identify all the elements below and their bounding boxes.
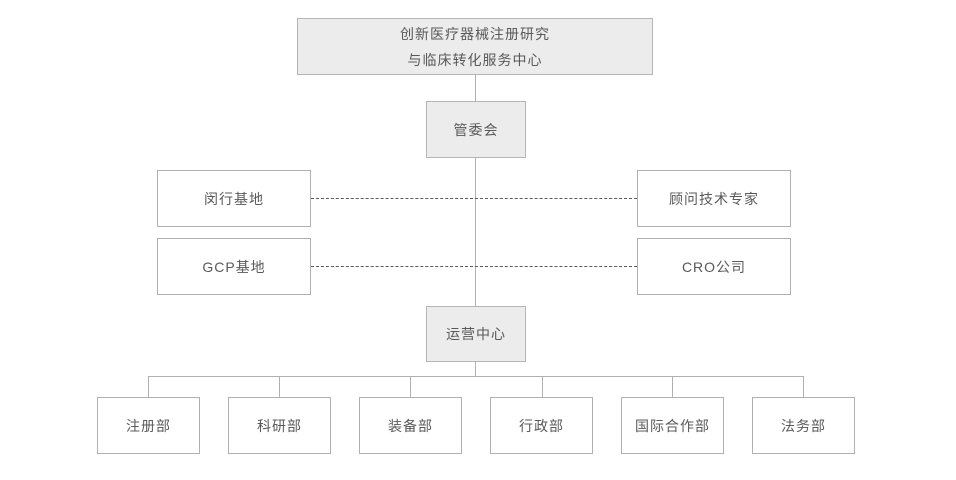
node-root: 创新医疗器械注册研究 与临床转化服务中心 bbox=[297, 18, 653, 75]
connector-dashed-gcp-cro bbox=[311, 266, 637, 267]
connector-root-to-committee bbox=[475, 75, 476, 101]
node-dept-international-cooperation: 国际合作部 bbox=[621, 397, 724, 454]
node-management-committee: 管委会 bbox=[426, 101, 526, 158]
connector-operations-stub bbox=[475, 362, 476, 376]
node-cro-company: CRO公司 bbox=[637, 238, 791, 295]
node-operations-center: 运营中心 bbox=[426, 306, 526, 362]
connector-drop-legal bbox=[803, 376, 804, 397]
node-gcp-base: GCP基地 bbox=[157, 238, 311, 295]
node-minhang-base: 闵行基地 bbox=[157, 170, 311, 227]
connector-dashed-minhang-advisors bbox=[311, 198, 637, 199]
node-root-line2: 与临床转化服务中心 bbox=[407, 51, 543, 68]
connector-drop-research bbox=[279, 376, 280, 397]
connector-departments-rail bbox=[148, 376, 804, 377]
connector-drop-registration bbox=[148, 376, 149, 397]
node-root-line1: 创新医疗器械注册研究 bbox=[400, 25, 550, 42]
node-dept-equipment: 装备部 bbox=[359, 397, 462, 454]
connector-drop-administration bbox=[542, 376, 543, 397]
node-dept-registration: 注册部 bbox=[97, 397, 200, 454]
node-dept-administration: 行政部 bbox=[490, 397, 593, 454]
node-dept-research: 科研部 bbox=[228, 397, 331, 454]
node-dept-legal: 法务部 bbox=[752, 397, 855, 454]
connector-drop-international bbox=[672, 376, 673, 397]
connector-drop-equipment bbox=[410, 376, 411, 397]
connector-committee-to-operations bbox=[475, 158, 476, 306]
node-advisor-experts: 顾问技术专家 bbox=[637, 170, 791, 227]
